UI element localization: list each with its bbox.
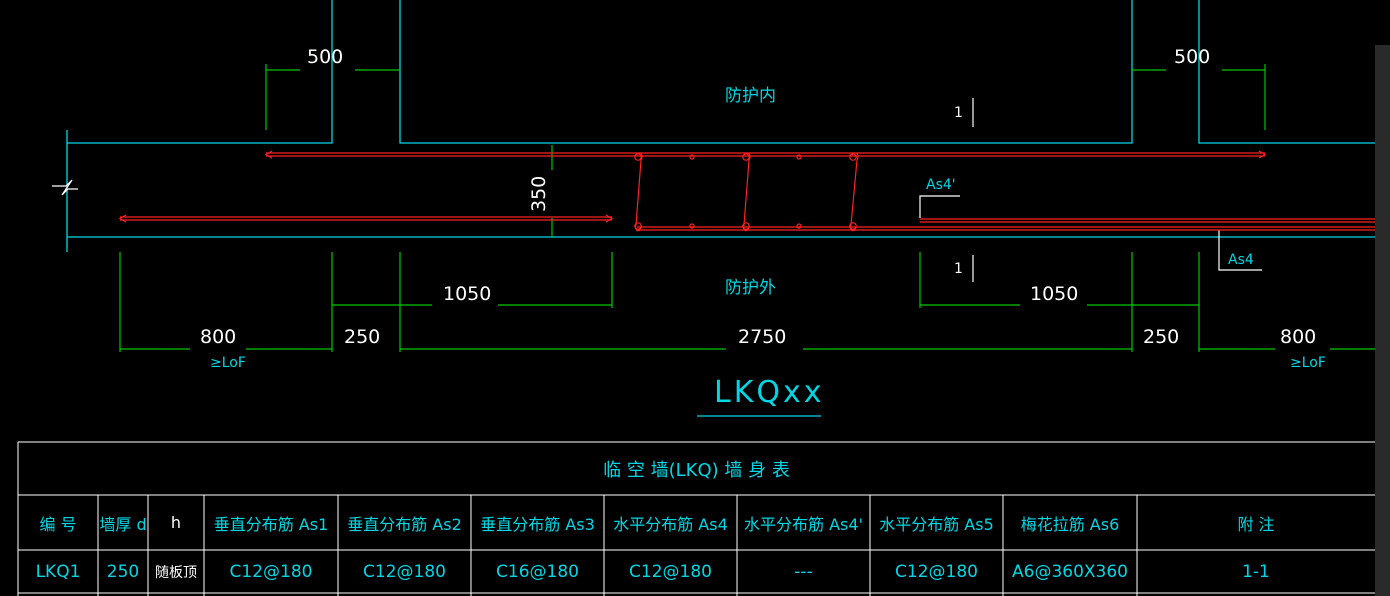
- dim-bottom-right: 800: [1280, 326, 1317, 348]
- drawing-title: LKQxx: [714, 375, 825, 410]
- table-cell: 250: [106, 561, 140, 582]
- header-cell: 附 注: [1237, 514, 1275, 534]
- header-cell: 垂直分布筋 As3: [480, 514, 595, 534]
- table-cell: C12@180: [229, 561, 313, 582]
- rebar: [118, 150, 1375, 232]
- scrollbar-strip[interactable]: [1375, 45, 1390, 596]
- dimension-lines: [119, 64, 1375, 352]
- header-cell: 水平分布筋 As4': [744, 514, 863, 534]
- break-symbol: [52, 179, 78, 196]
- as4-prime-label: As4': [926, 177, 956, 193]
- table-cell: ---: [794, 561, 813, 582]
- header-cell: h: [170, 513, 182, 532]
- section-mark-top: 1: [954, 105, 963, 121]
- room-outside-label: 防护外: [725, 278, 776, 298]
- header-cell: 梅花拉筋 As6: [1020, 514, 1120, 534]
- lof-left: ≥LoF: [210, 355, 246, 371]
- as4-label: As4: [1228, 252, 1254, 268]
- header-cell: 墙厚 d: [99, 514, 147, 534]
- wall-thickness-dim: 350: [528, 175, 550, 212]
- wall-outline: [66, 0, 1375, 252]
- table-cell: 随板顶: [155, 564, 197, 581]
- section-mark-bottom: 1: [954, 261, 963, 277]
- header-cell: 垂直分布筋 As1: [213, 514, 329, 534]
- dim-mid-left: 1050: [443, 283, 492, 305]
- dim-top-left: 500: [307, 46, 344, 68]
- dim-bottom-250-left: 250: [344, 326, 381, 348]
- table-cell: LKQ1: [35, 561, 81, 582]
- section-marks: [919, 98, 1262, 282]
- table-cell: 1-1: [1242, 561, 1270, 582]
- table-title: 临 空 墙(LKQ) 墙 身 表: [603, 459, 790, 481]
- table-cell: A6@360X360: [1012, 561, 1128, 582]
- table-cell: C16@180: [496, 561, 579, 582]
- table-cell: C12@180: [363, 561, 446, 582]
- header-cell: 垂直分布筋 As2: [347, 514, 462, 534]
- dim-mid-right: 1050: [1030, 283, 1079, 305]
- table-grid: [17, 441, 1375, 596]
- table-cell: C12@180: [895, 561, 978, 582]
- header-cell: 水平分布筋 As4: [613, 514, 728, 534]
- dim-bottom-250-right: 250: [1143, 326, 1180, 348]
- lof-right: ≥LoF: [1290, 355, 1326, 371]
- dim-bottom-left: 800: [200, 326, 237, 348]
- header-cell: 编 号: [39, 514, 77, 534]
- table-cell: C12@180: [629, 561, 712, 582]
- dim-top-right: 500: [1174, 46, 1211, 68]
- room-inside-label: 防护内: [725, 86, 776, 106]
- dim-bottom-center: 2750: [738, 326, 787, 348]
- header-cell: 水平分布筋 As5: [879, 514, 994, 534]
